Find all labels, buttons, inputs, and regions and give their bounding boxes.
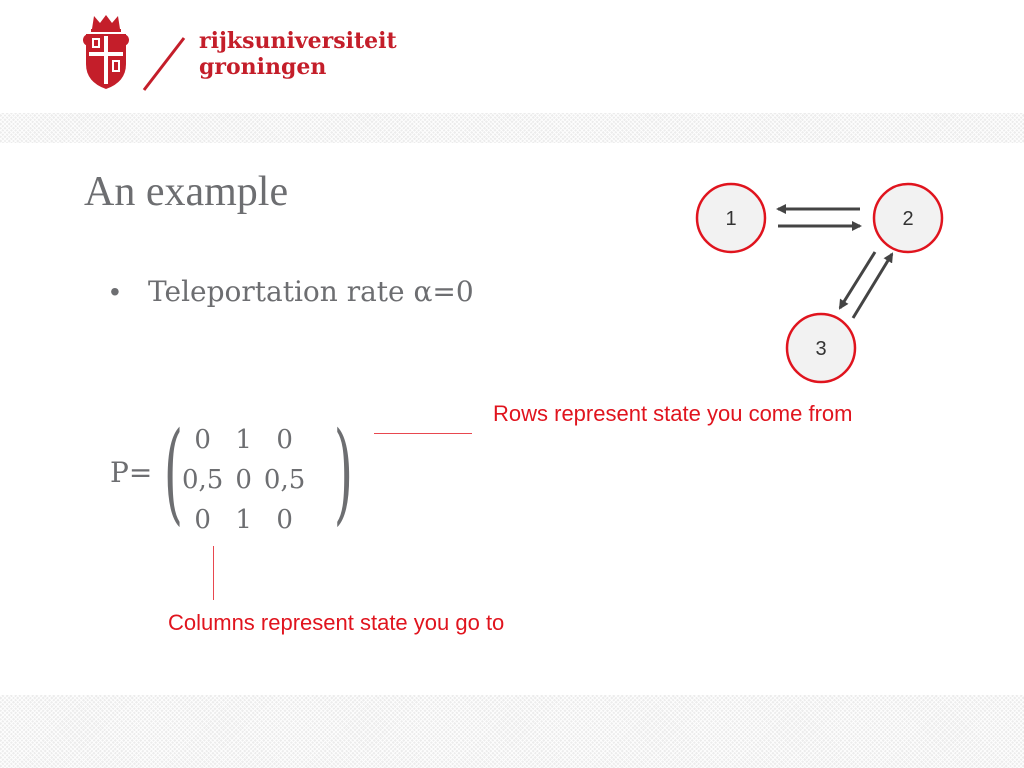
top-decorative-band [0, 113, 1024, 143]
slide-title: An example [84, 169, 289, 215]
edge-2-to-3 [838, 251, 877, 310]
matrix-row: 0 1 0 [176, 500, 311, 540]
state-graph: 1 2 3 [695, 182, 944, 384]
matrix-cell: 0 [276, 505, 293, 535]
matrix-cell: 0,5 [182, 465, 224, 495]
matrix-cell: 0 [194, 505, 211, 535]
matrix-left-paren: ( [163, 408, 184, 536]
matrix-right-paren: ) [333, 408, 354, 536]
columns-pointer-line [213, 546, 214, 600]
matrix-cell: 0,5 [263, 465, 306, 495]
matrix-cell: 0 [276, 425, 293, 455]
bullet-item: • Teleportation rate α=0 [110, 275, 474, 308]
matrix-cell: 0 [235, 465, 252, 495]
matrix-cell: 0 [194, 425, 211, 455]
rows-pointer-line [374, 433, 472, 434]
university-crest-icon [83, 15, 129, 89]
state-node-1-label: 1 [725, 208, 736, 230]
university-name-line2: groningen [199, 54, 327, 80]
matrix-cell: 1 [235, 505, 252, 535]
bottom-decorative-band [0, 695, 1024, 768]
matrix-row: 0,5 0 0,5 [176, 460, 311, 500]
university-name-line1: rijksuniversiteit [199, 28, 397, 54]
logo-divider-slash [142, 37, 186, 91]
columns-annotation: Columns represent state you go to [168, 610, 505, 635]
state-node-3 [785, 312, 857, 384]
university-name: rijksuniversiteit groningen [199, 28, 397, 80]
matrix-row: 0 1 0 [176, 420, 311, 460]
transition-matrix: 0 1 0 0,5 0 0,5 0 1 0 [176, 420, 311, 540]
edge-3-to-2 [851, 252, 894, 319]
state-node-3-label: 3 [815, 338, 826, 360]
state-node-1 [695, 182, 767, 254]
state-node-2-label: 2 [902, 208, 913, 230]
rows-annotation: Rows represent state you come from [493, 401, 853, 426]
matrix-cell: 1 [235, 425, 252, 455]
state-node-2 [872, 182, 944, 254]
bullet-text: Teleportation rate α=0 [148, 275, 474, 308]
matrix-label: P= [110, 456, 153, 489]
bullet-marker: • [110, 276, 120, 307]
